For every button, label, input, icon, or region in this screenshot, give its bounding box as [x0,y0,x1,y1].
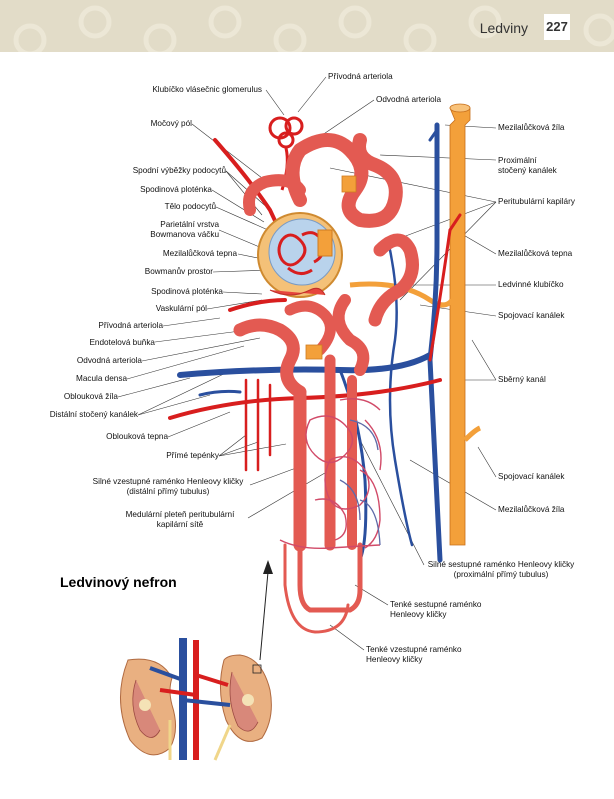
medullary-plexus [339,419,381,546]
label-distalni: Distální stočený kanálek [49,410,138,419]
label-bowmanuv-prostor: Bowmanův prostor [144,267,213,276]
label-privodna-arteriola-top: Přívodná arteriola [328,72,393,81]
label-proximalni-1: Proximální [498,156,537,165]
bowman-capsule [257,212,343,298]
label-tenke-sestupne-1: Tenké sestupné raménko [390,600,482,609]
inset-kidney [120,638,272,761]
label-mezilalu-zila-bottom: Mezilalůčková žíla [498,505,565,514]
label-silne-vzestupne-1: Silné vzestupné raménko Henleovy kličky [92,477,244,486]
label-mezilalu-zila-top: Mezilalůčková žíla [498,123,565,132]
label-proximalni-2: stočený kanálek [498,166,557,175]
label-odvodna-arteriola-top: Odvodná arteriola [376,95,442,104]
label-macula-densa: Macula densa [76,374,127,383]
label-silne-sestupne-1: Silné sestupné raménko Henleovy kličky [427,560,575,569]
connecting-segment-bottom [305,344,323,360]
section-title: Ledviny [479,20,528,36]
label-mocovy-pol: Močový pól [150,119,192,128]
page-header: Ledviny 227 [0,0,614,52]
tubules [233,133,419,634]
pointer-arrow [259,560,273,661]
label-tenke-vzestupne-2: Henleovy kličky [366,655,423,664]
label-odvodna-arteriola-left: Odvodná arteriola [76,356,142,365]
label-silne-vzestupne-2: (distální přímý tubulus) [126,487,210,496]
label-spodni-vybezky: Spodní výběžky podocytů [132,166,226,175]
collecting-duct [349,103,482,546]
label-spodinova-plotenka-2: Spodinová ploténka [151,287,223,296]
label-medularni-2: kapilární sítě [156,520,204,529]
label-tenke-sestupne-2: Henleovy kličky [390,610,447,619]
label-spojovaci-2: Spojovací kanálek [498,472,565,481]
label-ledvinne-klubicko: Ledvinné klubíčko [498,280,564,289]
figure-caption: Ledvinový nefron [60,574,177,590]
connecting-segment-top [341,175,357,193]
label-parietalni-1: Parietální vrstva [160,220,219,229]
label-spodinova-plotenka-1: Spodinová ploténka [140,185,212,194]
label-medularni-1: Medulární pleteň peritubulární [125,510,235,519]
label-silne-sestupne-2: (proximální přímý tubulus) [453,570,549,579]
label-obloukova-zila: Oblouková žíla [63,392,118,401]
label-mezilalu-tepna-right: Mezilalůčková tepna [498,249,573,258]
page-number: 227 [544,14,570,40]
label-mezilalu-tepna-left: Mezilalůčková tepna [162,249,237,258]
label-parietalni-2: Bowmanova váčku [150,230,219,239]
label-prime-tepenky: Přímé tepénky [166,451,219,460]
header-pattern [13,5,614,52]
label-spojovaci-1: Spojovací kanálek [498,311,565,320]
label-sberny: Sběrný kanál [498,375,546,384]
label-telo-podocytu: Tělo podocytů [164,202,216,211]
label-vaskularni-pol: Vaskulární pól [155,304,207,313]
label-privodna-arteriola-left: Přívodná arteriola [98,321,163,330]
label-obloukova-tepna: Oblouková tepna [106,432,168,441]
label-klubicko: Klubíčko vlásečnic glomerulus [152,85,262,94]
label-endotelova-bunka: Endotelová buňka [89,338,155,347]
leader-lines [117,76,497,651]
label-tenke-vzestupne-1: Tenké vzestupné raménko [366,645,462,654]
peritubular-network [279,398,382,550]
label-peritubularni: Peritubulární kapiláry [498,197,575,206]
